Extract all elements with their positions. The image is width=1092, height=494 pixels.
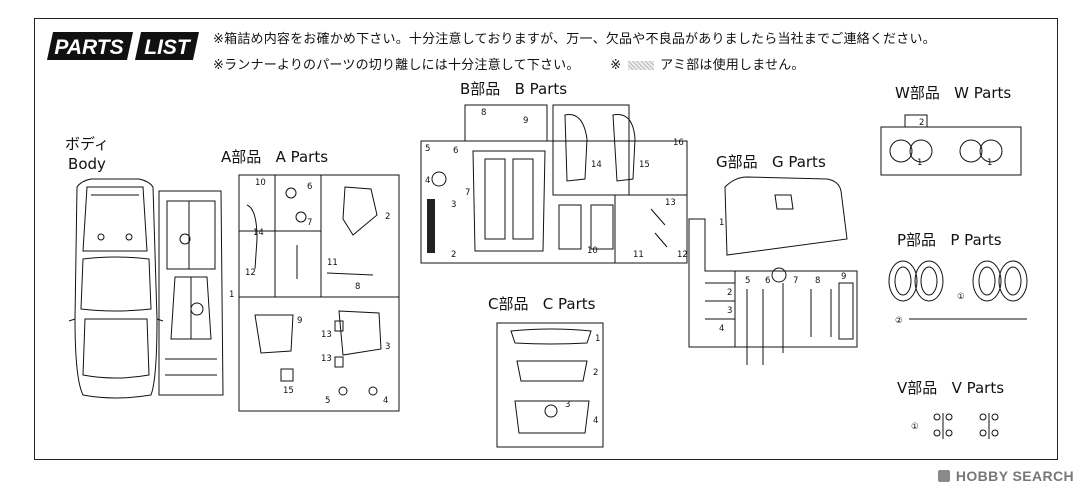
label-b-en: B Parts xyxy=(514,80,568,98)
label-c-en: C Parts xyxy=(542,295,596,313)
label-g-parts: G部品 G Parts xyxy=(716,152,826,172)
note-runner-text: ※ランナーよりのパーツの切り離しには十分注意して下さい。 xyxy=(213,58,580,73)
p-tires-drawing: ① ② xyxy=(888,260,1028,326)
b-part-num-12: 12 xyxy=(677,250,688,260)
label-g-jp: G部品 xyxy=(716,153,758,171)
note-mesh-text: アミ部は使用しません。 xyxy=(660,58,805,73)
label-c-jp: C部品 xyxy=(488,295,529,313)
label-body-jp: ボディ xyxy=(65,135,109,153)
g-runner-drawing: 1 2 3 4 5 6 7 8 9 xyxy=(688,176,858,365)
v-parts-drawing: ① xyxy=(911,413,999,439)
g-part-num-8: 8 xyxy=(815,276,820,286)
a-part-num-3: 3 xyxy=(385,342,390,352)
p-part-num-2: ② xyxy=(895,316,903,326)
label-v-jp: V部品 xyxy=(897,379,938,397)
b-part-num-3: 3 xyxy=(451,200,456,210)
c-part-num-4: 4 xyxy=(593,416,598,426)
label-g-en: G Parts xyxy=(771,153,826,171)
a-part-num-8: 8 xyxy=(355,282,360,292)
a-part-num-6: 6 xyxy=(307,182,312,192)
w-part-num-1a: 1 xyxy=(917,158,922,168)
label-c-parts: C部品 C Parts xyxy=(488,294,595,314)
a-part-num-7: 7 xyxy=(307,218,312,228)
logo-word-parts: PARTS xyxy=(54,36,123,59)
note-runner-caution: ※ランナーよりのパーツの切り離しには十分注意して下さい。 ※ アミ部は使用しませ… xyxy=(213,54,805,73)
label-a-en: A Parts xyxy=(275,148,329,166)
b-part-num-9: 9 xyxy=(523,116,528,126)
a-part-num-10: 10 xyxy=(255,178,266,188)
b-part-num-16: 16 xyxy=(673,138,684,148)
parts-list-sheet: PARTS LIST ※箱詰め内容をお確かめ下さい。十分注意しておりますが、万一… xyxy=(34,18,1058,460)
g-part-num-4: 4 xyxy=(719,324,724,334)
hobby-search-logo-icon xyxy=(937,470,950,482)
b-part-num-15: 15 xyxy=(639,160,650,170)
label-w-en: W Parts xyxy=(954,84,1012,102)
a-part-num-1: 1 xyxy=(229,290,234,300)
label-b-parts: B部品 B Parts xyxy=(460,79,567,99)
mesh-swatch xyxy=(627,61,654,70)
b-part-num-7: 7 xyxy=(465,188,470,198)
label-p-jp: P部品 xyxy=(897,231,937,249)
g-part-num-3: 3 xyxy=(727,306,732,316)
label-body-en: Body xyxy=(68,155,106,173)
g-part-num-2: 2 xyxy=(727,288,732,298)
a-part-num-12: 12 xyxy=(245,268,256,278)
a-chassis-drawing: 1 xyxy=(158,190,234,396)
g-part-num-9: 9 xyxy=(841,272,846,282)
b-runner-drawing: 8 9 5 6 4 3 2 7 14 15 16 13 10 11 12 xyxy=(420,104,688,264)
b-part-num-10: 10 xyxy=(587,246,598,256)
watermark: HOBBY SEARCH xyxy=(937,468,1074,484)
a-part-num-13b: 13 xyxy=(321,354,332,364)
label-p-en: P Parts xyxy=(950,231,1002,249)
label-b-jp: B部品 xyxy=(460,80,501,98)
c-part-num-1: 1 xyxy=(595,334,600,344)
b-part-num-14: 14 xyxy=(591,160,602,170)
note-check-contents: ※箱詰め内容をお確かめ下さい。十分注意しておりますが、万一、欠品や不良品がありま… xyxy=(213,32,936,47)
b-part-num-4: 4 xyxy=(425,176,430,186)
b-part-num-2: 2 xyxy=(451,250,456,260)
w-runner-drawing: 2 1 1 xyxy=(880,114,1022,176)
label-w-parts: W部品 W Parts xyxy=(895,83,1011,103)
label-p-parts: P部品 P Parts xyxy=(897,230,1002,250)
b-part-num-13: 13 xyxy=(665,198,676,208)
a-part-num-13a: 13 xyxy=(321,330,332,340)
a-part-num-2: 2 xyxy=(385,212,390,222)
c-runner-drawing: 1 2 3 4 xyxy=(496,322,604,448)
b-part-num-8: 8 xyxy=(481,108,486,118)
body-shell-drawing xyxy=(68,178,164,399)
label-w-jp: W部品 xyxy=(895,84,940,102)
a-part-num-14: 14 xyxy=(253,228,264,238)
label-v-en: V Parts xyxy=(951,379,1005,397)
label-a-jp: A部品 xyxy=(221,148,262,166)
a-part-num-9: 9 xyxy=(297,316,302,326)
label-v-parts: V部品 V Parts xyxy=(897,378,1004,398)
a-part-num-15: 15 xyxy=(283,386,294,396)
v-part-num-1: ① xyxy=(911,422,919,432)
parts-list-logo: PARTS LIST xyxy=(47,32,199,60)
g-part-num-7: 7 xyxy=(793,276,798,286)
a-runner-drawing: 10 6 7 2 14 12 11 8 9 13 13 3 15 5 4 xyxy=(238,174,400,412)
label-a-parts: A部品 A Parts xyxy=(221,147,328,167)
p-part-num-1: ① xyxy=(957,292,965,302)
parts-drawings: 1 10 6 7 2 14 12 11 8 9 13 13 xyxy=(68,104,1028,448)
c-part-num-2: 2 xyxy=(593,368,598,378)
b-part-num-6: 6 xyxy=(453,146,458,156)
g-part-num-5: 5 xyxy=(745,276,750,286)
watermark-text: HOBBY SEARCH xyxy=(955,468,1074,484)
logo-word-list: LIST xyxy=(144,36,192,59)
g-part-num-1: 1 xyxy=(719,218,724,228)
a-part-num-4: 4 xyxy=(383,396,388,406)
w-part-num-1b: 1 xyxy=(987,158,992,168)
note-mesh-mark: ※ xyxy=(610,58,622,73)
b-part-num-11: 11 xyxy=(633,250,644,260)
b-part-num-5: 5 xyxy=(425,144,430,154)
a-part-num-5: 5 xyxy=(325,396,330,406)
c-part-num-3: 3 xyxy=(565,400,570,410)
a-part-num-11: 11 xyxy=(327,258,338,268)
g-part-num-6: 6 xyxy=(765,276,770,286)
label-body: ボディ Body xyxy=(65,134,109,174)
w-part-num-2: 2 xyxy=(919,118,924,128)
